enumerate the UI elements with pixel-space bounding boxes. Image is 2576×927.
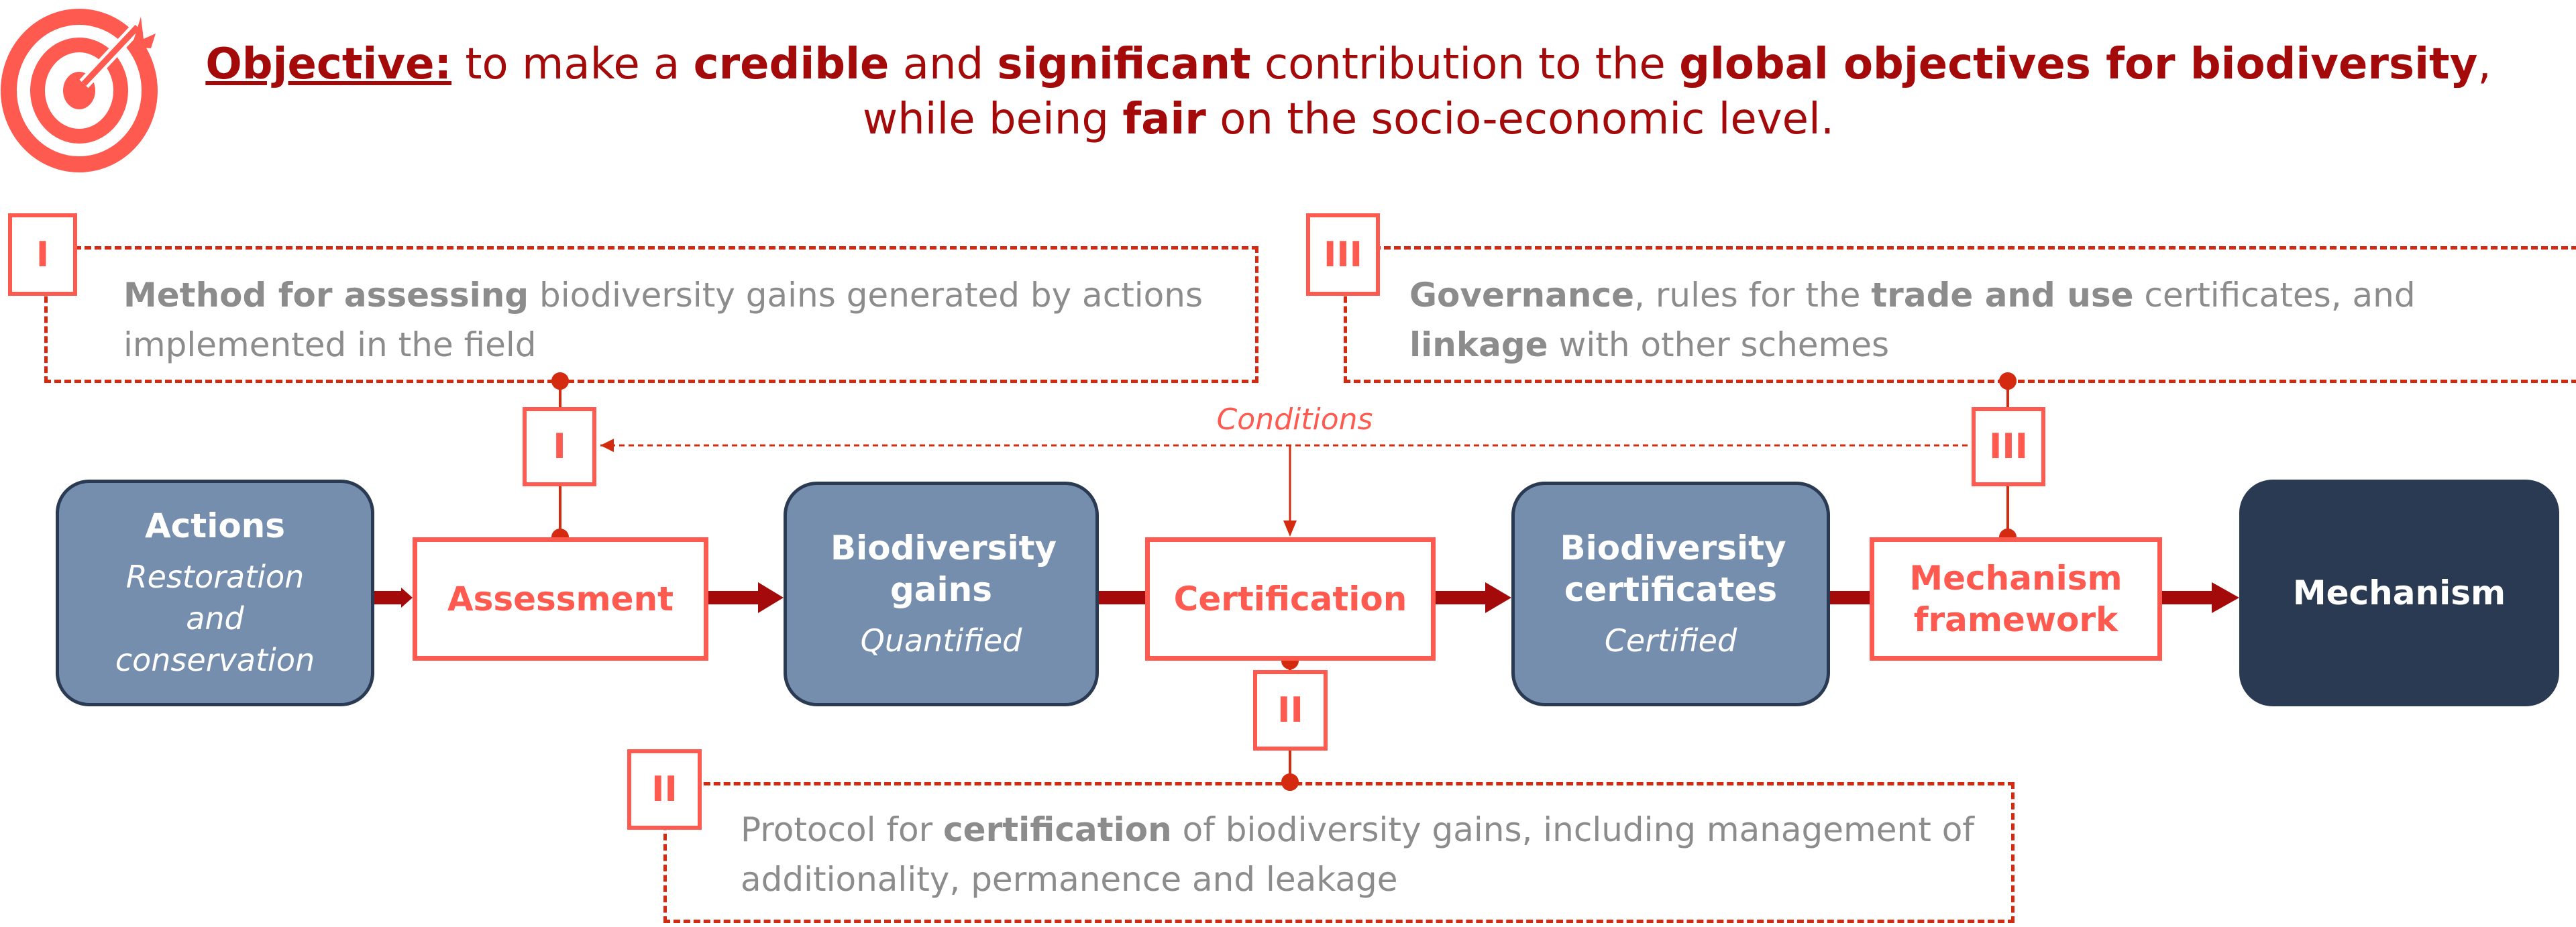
pillar-ii-badge: II	[627, 749, 702, 830]
objective-bold: significant	[997, 40, 1251, 89]
assessment-step: Assessment	[413, 537, 708, 661]
objective-text: on the socio-economic level.	[1205, 95, 1835, 144]
desc-text: certificates, and	[2133, 276, 2416, 315]
objective-label: Objective:	[205, 40, 452, 89]
node-subtitle: Certified	[1604, 622, 1737, 659]
desc-bold: Method for assessing	[123, 276, 529, 315]
pillar-i-description: Method for assessing biodiversity gains …	[123, 270, 1224, 370]
mechanism-framework-step: Mechanism framework	[1870, 537, 2162, 661]
desc-text: biodiversity gains generated by actions …	[123, 276, 1203, 364]
desc-text: of biodiversity gains, including managem…	[741, 810, 1974, 899]
node-title: Mechanism	[2292, 574, 2506, 612]
desc-text: , rules for the	[1634, 276, 1872, 315]
biodiversity-certificates-node: Biodiversity certificates Certified	[1511, 482, 1830, 706]
pillar-ii-description: Protocol for certification of biodiversi…	[741, 805, 1975, 904]
objective-bold: credible	[693, 40, 890, 89]
assessment-pillar-badge: I	[523, 407, 596, 486]
biodiversity-gains-node: Biodiversity gains Quantified	[784, 482, 1099, 706]
objective-text: and	[889, 40, 998, 89]
pillar-iii-description: Governance, rules for the trade and use …	[1409, 270, 2563, 370]
mechanism-node: Mechanism	[2239, 480, 2559, 706]
desc-bold: Governance	[1409, 276, 1635, 315]
node-title: Actions	[144, 506, 286, 545]
node-title: Biodiversity certificates	[1560, 528, 1786, 609]
objective-text: , while being	[862, 40, 2491, 144]
pillar-iii-badge: III	[1306, 213, 1380, 296]
desc-text: Protocol for	[741, 810, 944, 849]
desc-bold: trade and use	[1871, 276, 2134, 315]
certification-step: Certification	[1145, 537, 1436, 661]
desc-bold: linkage	[1409, 325, 1548, 364]
pillar-iii-box	[1344, 246, 2576, 383]
certification-pillar-badge: II	[1253, 670, 1328, 751]
desc-text: with other schemes	[1548, 325, 1890, 364]
objective-text: contribution to the	[1250, 40, 1680, 89]
desc-bold: certification	[943, 810, 1172, 849]
objective-bold: global objectives for biodiversity	[1679, 40, 2478, 89]
objective-bold: fair	[1122, 95, 1206, 144]
pillar-ii-box	[663, 782, 2015, 923]
node-subtitle: Restoration and conservation	[115, 559, 315, 678]
objective-statement: Objective: to make a credible and signif…	[174, 37, 2522, 147]
objective-text: to make a	[451, 40, 694, 89]
node-subtitle: Quantified	[860, 622, 1022, 659]
pillar-i-badge: I	[8, 213, 77, 296]
framework-pillar-badge: III	[1972, 407, 2045, 486]
pillar-i-box	[44, 246, 1258, 383]
conditions-label: Conditions	[1216, 402, 1373, 437]
actions-node: Actions Restoration and conservation	[56, 480, 374, 706]
target-icon	[1, 9, 158, 172]
node-title: Biodiversity gains	[830, 528, 1057, 609]
